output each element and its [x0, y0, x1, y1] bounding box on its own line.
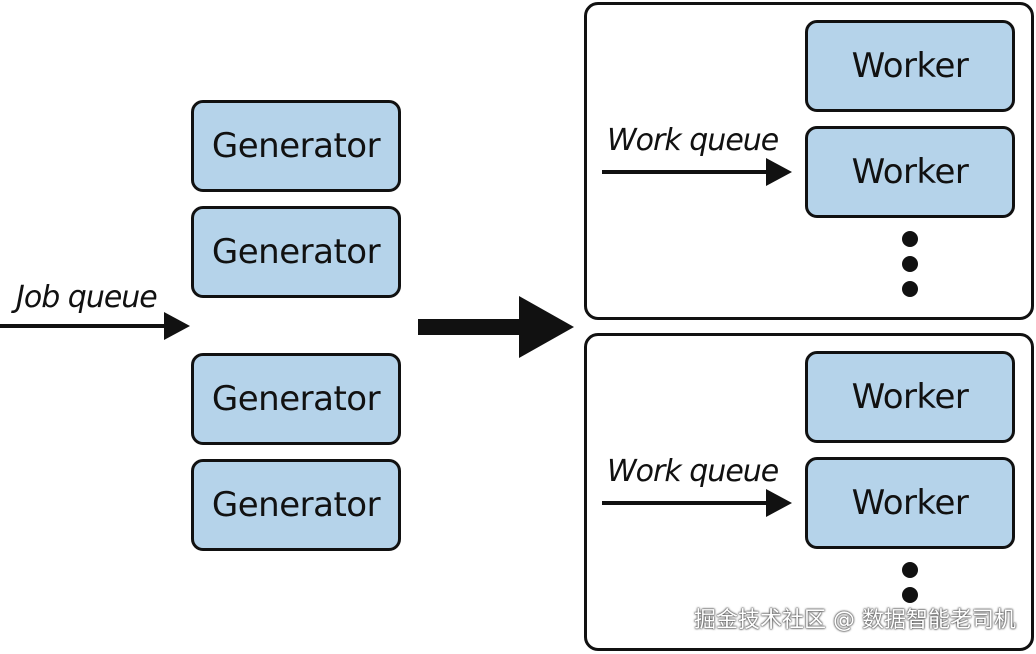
- work-queue-arrow: [602, 489, 792, 517]
- generator-box: Generator: [191, 206, 401, 298]
- worker-box: Worker: [805, 126, 1015, 218]
- generator-box: Generator: [191, 100, 401, 192]
- generator-box: Generator: [191, 459, 401, 551]
- work-queue-arrow: [602, 158, 792, 186]
- work-queue-label: Work queue: [607, 454, 779, 489]
- watermark: 掘金技术社区 @ 数据智能老司机: [694, 608, 1016, 633]
- generator-box: Generator: [191, 353, 401, 445]
- more-workers-ellipsis: [902, 231, 918, 297]
- transition-arrow: [418, 296, 574, 358]
- worker-box: Worker: [805, 20, 1015, 112]
- worker-box: Worker: [805, 457, 1015, 549]
- work-queue-label: Work queue: [607, 123, 779, 158]
- job-queue-arrow: [0, 312, 190, 340]
- worker-box: Worker: [805, 351, 1015, 443]
- job-queue-label: Job queue: [16, 280, 158, 315]
- more-workers-ellipsis: [902, 562, 918, 603]
